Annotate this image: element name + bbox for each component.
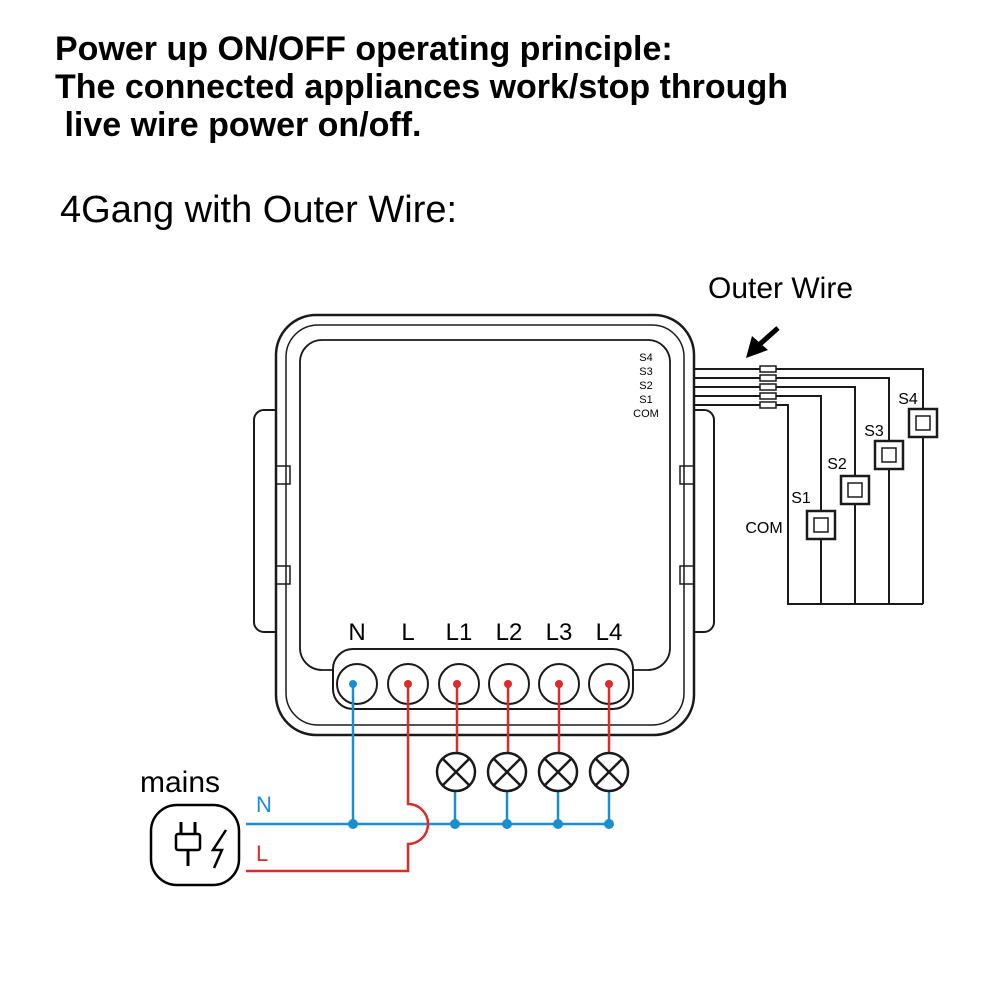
outer-wire-label: Outer Wire xyxy=(708,272,853,305)
switch-labels: S1 S2 S3 S4 COM xyxy=(745,391,918,537)
left-ear-notches xyxy=(276,465,291,585)
switch-label-s4: S4 xyxy=(898,391,918,408)
module-label-s3: S3 xyxy=(639,366,652,378)
switch-s2 xyxy=(839,474,871,506)
lamp-icon xyxy=(486,751,528,793)
mains-l-label: L xyxy=(256,841,268,866)
module-label-s4: S4 xyxy=(639,352,652,364)
terminal-label-l1: L1 xyxy=(446,619,473,646)
terminal-strip xyxy=(332,648,634,710)
switch-label-com: COM xyxy=(745,520,782,537)
switch-s3 xyxy=(873,439,905,471)
terminal-wire-ends xyxy=(349,680,613,706)
heading-line-1: Power up ON/OFF operating principle: xyxy=(55,30,673,68)
wire-s1 xyxy=(694,395,822,510)
wire-connectors xyxy=(759,365,777,409)
heading-line-3: live wire power on/off. xyxy=(55,106,422,144)
external-switches xyxy=(805,407,939,541)
wire-s3 xyxy=(694,377,890,440)
lamp-icon xyxy=(588,751,630,793)
terminal-label-l3: L3 xyxy=(546,619,573,646)
switch-label-s2: S2 xyxy=(827,456,847,473)
live-to-lamps xyxy=(455,683,611,752)
lamp-icon xyxy=(537,751,579,793)
switch-s1 xyxy=(805,509,837,541)
heading-line-2: The connected appliances work/stop throu… xyxy=(55,68,788,106)
terminal-label-l4: L4 xyxy=(596,619,623,646)
switch-s4 xyxy=(907,407,939,439)
module-label-s1: S1 xyxy=(639,394,652,406)
switch-module xyxy=(253,313,715,737)
module-outer-shell xyxy=(274,313,696,737)
lamp-icon xyxy=(435,751,477,793)
page-heading: Power up ON/OFF operating principle: The… xyxy=(55,30,788,144)
module-inner-shell xyxy=(285,324,685,726)
live-feed xyxy=(246,683,430,873)
wire-s2 xyxy=(694,386,856,475)
switch-label-s1: S1 xyxy=(791,490,811,507)
module-side-labels: S4 S3 S2 S1 COM xyxy=(633,352,659,420)
outer-wire-arrow xyxy=(746,326,780,358)
mains-n-label: N xyxy=(256,792,272,817)
right-ear-notches xyxy=(679,465,694,585)
diagram-subheading: 4Gang with Outer Wire: xyxy=(60,189,458,231)
outer-wire-bundle xyxy=(694,365,924,605)
live-wiring xyxy=(246,683,611,873)
switch-legs xyxy=(820,438,924,604)
module-label-com: COM xyxy=(633,408,659,420)
mains-label: mains xyxy=(140,766,220,799)
terminal-label-l: L xyxy=(401,619,414,646)
terminal-label-l2: L2 xyxy=(496,619,523,646)
neutral-to-lamps xyxy=(453,790,611,824)
terminal-label-n: N xyxy=(348,619,365,646)
module-label-s2: S2 xyxy=(639,380,652,392)
lamps xyxy=(435,751,630,793)
neutral-junctions xyxy=(348,819,614,829)
switch-label-s3: S3 xyxy=(864,423,884,440)
terminal-labels: N L L1 L2 L3 L4 xyxy=(348,619,622,646)
mains-plug-icon xyxy=(149,803,241,887)
